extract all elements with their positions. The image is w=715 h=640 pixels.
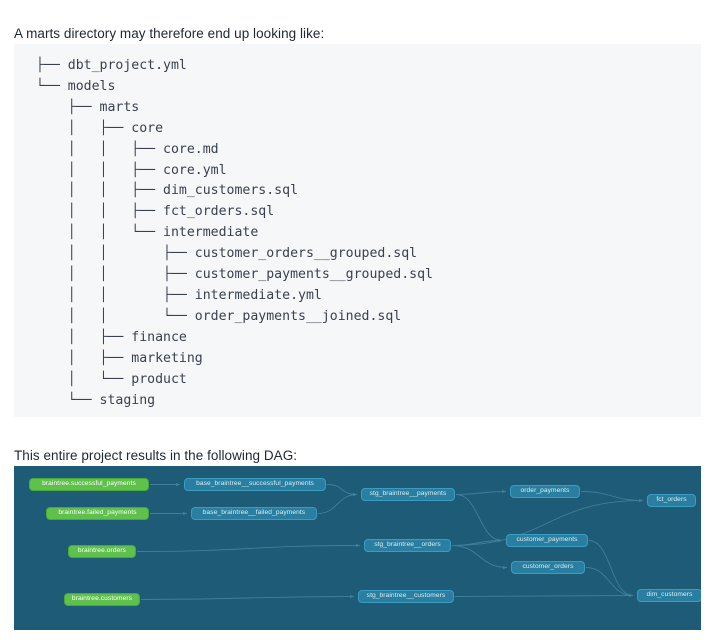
dag-edge-base_braintree_failed_payments-to-stg_braintree_payments: [317, 492, 358, 514]
dag-node-order_payments[interactable]: order_payments: [510, 485, 580, 498]
dag-edge-customer_orders-to-dim_customers: [585, 567, 634, 598]
dag-edge-layer: [136, 482, 644, 600]
dag-node-braintree_failed_payments[interactable]: braintree.failed_payments: [46, 507, 149, 520]
dag-node-stg_braintree_orders[interactable]: stg_braintree__orders: [364, 539, 451, 552]
dag-node-braintree_successful_payments[interactable]: braintree.successful_payments: [29, 478, 149, 491]
dag-edge-stg_braintree_orders-to-fct_orders: [451, 498, 644, 546]
dag-node-braintree_customers[interactable]: braintree.customers: [64, 593, 140, 606]
dag-node-base_braintree_failed_payments[interactable]: base_braintree__failed_payments: [191, 507, 317, 520]
dag-node-stg_braintree_payments[interactable]: stg_braintree__payments: [361, 488, 455, 501]
dag-paragraph: This entire project results in the follo…: [14, 447, 298, 463]
dag-edge-order_payments-to-fct_orders: [580, 491, 644, 503]
dag-edge-braintree_customers-to-stg_braintree_customers: [140, 594, 355, 600]
dag-node-stg_braintree_customers[interactable]: stg_braintree__customers: [358, 590, 454, 603]
dag-node-base_braintree_successful_payments[interactable]: base_braintree__successful_payments: [184, 478, 326, 491]
directory-tree-text: ├── dbt_project.yml └── models ├── marts…: [36, 58, 433, 408]
directory-tree-code-block: ├── dbt_project.yml └── models ├── marts…: [14, 44, 701, 417]
dag-edge-stg_braintree_customers-to-dim_customers: [454, 593, 634, 598]
dag-edge-braintree_orders-to-stg_braintree_orders: [136, 543, 361, 552]
dag-node-customer_payments[interactable]: customer_payments: [506, 534, 588, 547]
dag-node-customer_orders[interactable]: customer_orders: [511, 561, 585, 574]
intro-paragraph: A marts directory may therefore end up l…: [14, 25, 325, 41]
dag-edge-stg_braintree_payments-to-order_payments: [455, 489, 507, 495]
dag-node-fct_orders[interactable]: fct_orders: [647, 494, 696, 507]
dag-edge-customer_payments-to-dim_customers: [588, 540, 634, 598]
dag-node-dim_customers[interactable]: dim_customers: [637, 589, 701, 602]
dag-edge-stg_braintree_payments-to-customer_payments: [455, 494, 503, 543]
dag-diagram: braintree.successful_payments braintree.f…: [14, 466, 701, 630]
dag-edge-base_braintree_successful_payments-to-stg_braintree_payments: [326, 484, 358, 497]
dag-node-braintree_orders[interactable]: braintree.orders: [68, 545, 136, 558]
dag-edge-stg_braintree_orders-to-customer_orders: [451, 545, 508, 570]
